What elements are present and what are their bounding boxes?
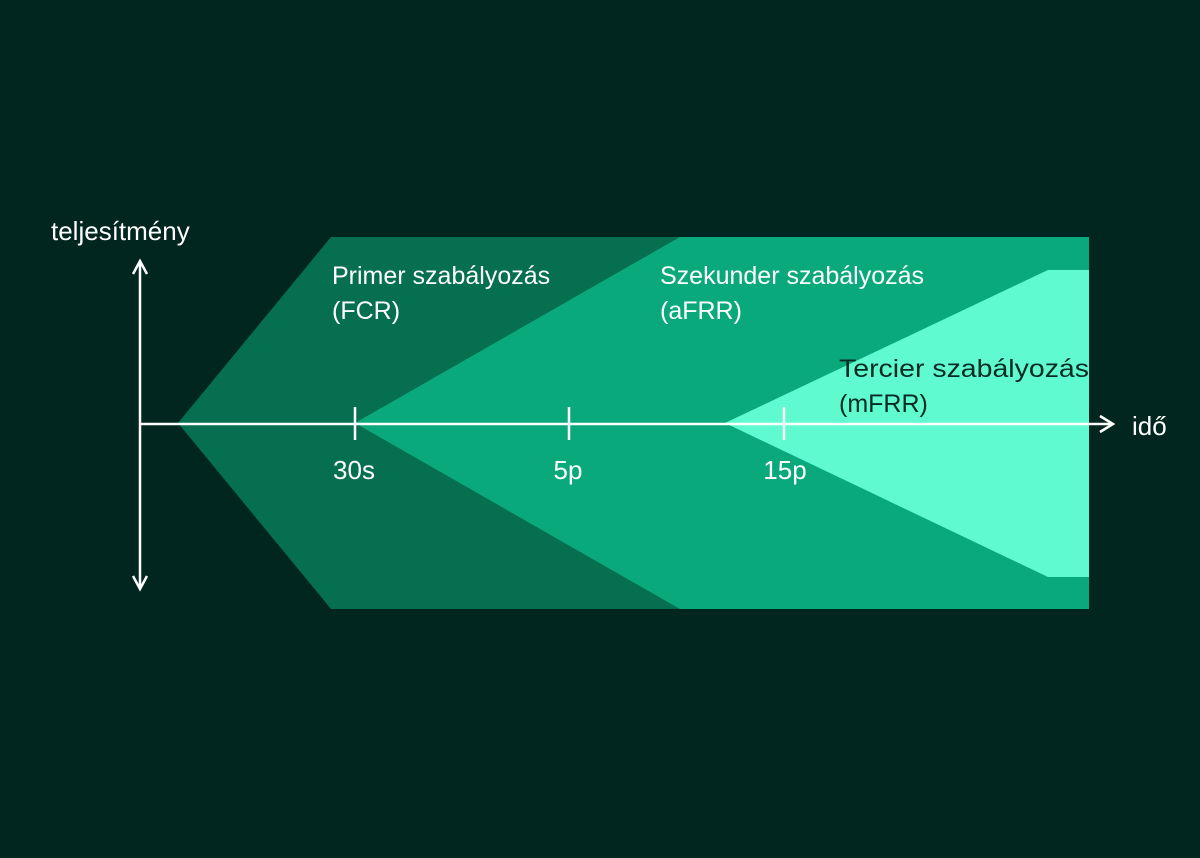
tertiary-band-abbr: (mFRR) xyxy=(839,390,928,418)
tick-label-30s: 30s xyxy=(333,455,375,485)
tertiary-band-name: Tercier szabályozás xyxy=(839,355,1089,383)
secondary-band-abbr: (aFRR) xyxy=(660,297,742,325)
y-axis-arrow-down-icon xyxy=(131,575,149,592)
y-axis-arrow-up-icon xyxy=(131,258,149,275)
primary-band-abbr: (FCR) xyxy=(332,297,400,325)
x-axis-arrow-right-icon xyxy=(1099,414,1116,434)
y-axis-label: teljesítmény xyxy=(51,216,190,246)
secondary-band-name: Szekunder szabályozás xyxy=(660,262,924,290)
primary-band-name: Primer szabályozás xyxy=(332,262,550,290)
tick-label-15p: 15p xyxy=(763,455,806,485)
x-axis-label: idő xyxy=(1132,411,1167,441)
tick-label-5p: 5p xyxy=(554,455,583,485)
